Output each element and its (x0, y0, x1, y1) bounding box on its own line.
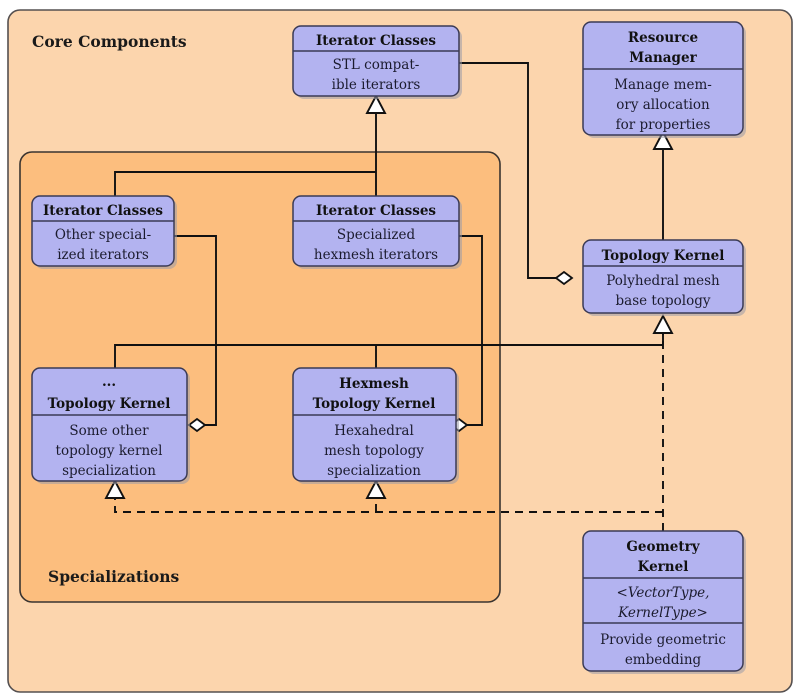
class-body-line-1: Some other (69, 423, 149, 439)
class-body-line-2: embedding (625, 652, 702, 668)
panel-specializations-label: Specializations (48, 567, 180, 586)
class-title-topology-kernel: Topology Kernel (602, 248, 725, 264)
class-title-iterator-classes-stl: Iterator Classes (316, 33, 436, 49)
class-box-other-topology-kernel-bg (31, 367, 188, 482)
relationship-edges (104, 62, 674, 531)
class-box-topology-kernel-bg (582, 239, 744, 314)
class-template-line-1: <VectorType, (617, 585, 710, 601)
class-title-geometry-kernel-line-1: Geometry (626, 539, 700, 555)
class-title-other-topology-kernel: Topology Kernel (48, 396, 171, 412)
class-body-line-1: Manage mem- (614, 77, 712, 93)
class-box-iterator-classes-other[interactable]: Iterator Classes Other special- ized ite… (31, 195, 177, 269)
arrowhead-generalization-iterstl (365, 93, 387, 114)
class-title-resource-manager-line-2: Manager (629, 50, 697, 66)
panel-core-components-label: Core Components (32, 32, 187, 51)
class-box-iterator-classes-stl[interactable]: Iterator Classes STL compat- ible iterat… (292, 25, 462, 99)
class-body-line-2: topology kernel (56, 443, 163, 459)
class-box-resource-manager[interactable]: Resource Manager Manage mem- ory allocat… (582, 21, 746, 138)
edge-geometrykernel-to-othertk (114, 497, 663, 513)
class-body-line-2: ized iterators (57, 247, 149, 263)
class-box-iterator-classes-other-bg (31, 195, 175, 267)
class-box-iterator-classes-stl-bg (292, 25, 460, 97)
class-title-hexmesh-topology-kernel-line-2: Topology Kernel (313, 396, 436, 412)
edge-iterother-to-iterstl (114, 171, 376, 196)
class-body-line-1: STL compat- (333, 57, 420, 73)
arrowhead-realization-hexmeshtk (365, 478, 387, 499)
class-body-line-2: ible iterators (332, 77, 421, 93)
class-box-resource-manager-bg (582, 21, 744, 136)
class-body-line-3: specialization (327, 463, 421, 479)
arrowhead-generalization-resourcemanager (652, 129, 674, 150)
class-title-resource-manager-line-1: Resource (628, 30, 698, 46)
edge-iterother-to-othertk (174, 235, 217, 426)
class-title-iterator-classes-other: Iterator Classes (43, 203, 163, 219)
class-box-hexmesh-topology-kernel[interactable]: Hexmesh Topology Kernel Hexahedral mesh … (292, 367, 459, 484)
class-body-line-1: Other special- (55, 227, 151, 243)
class-title-hexmesh-topology-kernel-line-1: Hexmesh (339, 376, 409, 392)
class-box-geometry-kernel[interactable]: Geometry Kernel <VectorType, KernelType>… (582, 530, 746, 674)
class-body-line-1: Polyhedral mesh (606, 273, 720, 289)
class-title-iterator-classes-hexmesh: Iterator Classes (316, 203, 436, 219)
class-body-line-3: specialization (62, 463, 156, 479)
class-body-line-3: for properties (616, 117, 711, 133)
edge-iterstl-to-topologykernel (459, 62, 572, 279)
class-body-line-1: Specialized (337, 227, 416, 243)
diamond-aggregation-topologykernel (554, 270, 574, 286)
class-box-hexmesh-topology-kernel-bg (292, 367, 457, 482)
class-body-line-2: hexmesh iterators (314, 247, 438, 263)
class-box-other-topology-kernel[interactable]: ... Topology Kernel Some other topology … (31, 367, 190, 484)
class-box-iterator-classes-hexmesh-bg (292, 195, 460, 267)
edge-othertk-to-topologykernel (114, 344, 663, 368)
class-body-line-1: Provide geometric (600, 632, 726, 648)
class-box-iterator-classes-hexmesh[interactable]: Iterator Classes Specialized hexmesh ite… (292, 195, 462, 269)
edge-iterhexmesh-to-hexmeshtk (459, 235, 483, 426)
class-body-line-2: mesh topology (324, 443, 424, 459)
class-box-geometry-kernel-bg (582, 530, 744, 672)
class-box-topology-kernel[interactable]: Topology Kernel Polyhedral mesh base top… (582, 239, 746, 316)
class-template-line-2: KernelType> (617, 605, 708, 621)
arrowhead-realization-othertk (104, 478, 126, 499)
class-title-other-topology-kernel-ellipsis: ... (102, 374, 116, 390)
class-body-line-2: base topology (616, 293, 711, 309)
class-title-geometry-kernel-line-2: Kernel (638, 559, 689, 575)
class-body-line-2: ory allocation (616, 97, 710, 113)
class-body-line-1: Hexahedral (334, 423, 414, 439)
